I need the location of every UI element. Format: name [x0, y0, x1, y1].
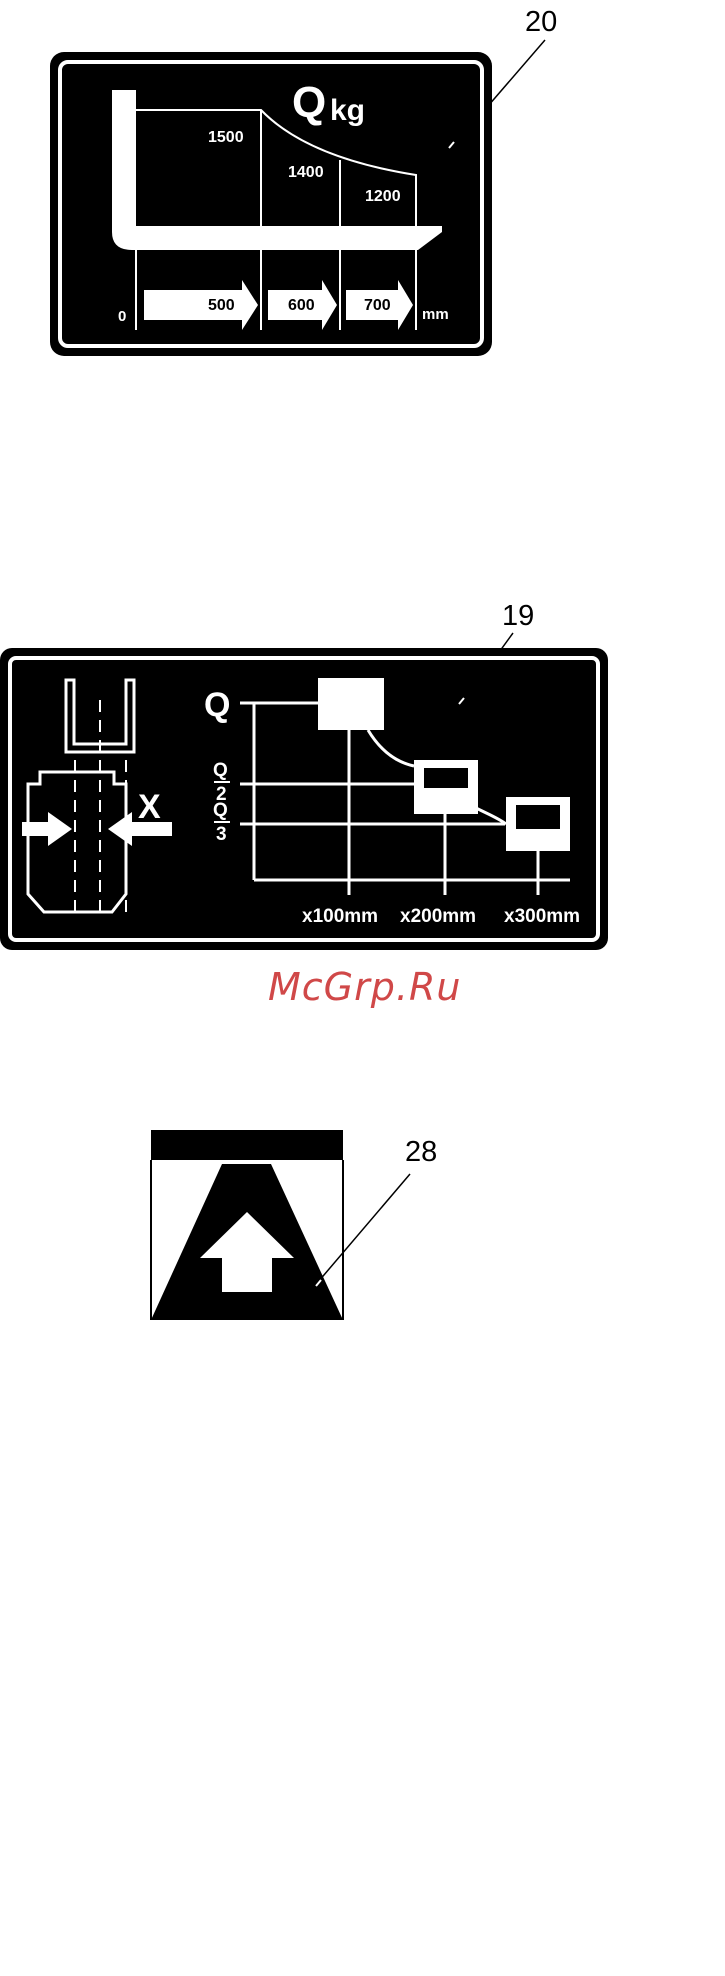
capacity-1500: 1500 [208, 129, 244, 147]
capacity-1400: 1400 [288, 164, 324, 182]
label-19-attachment-capacity [0, 648, 608, 950]
load-box-q [318, 678, 384, 730]
kg-unit: kg [330, 94, 365, 128]
q-full-label: Q [204, 686, 230, 725]
x-mark: X [138, 788, 161, 827]
distance-500: 500 [208, 297, 235, 315]
leader-line-28 [318, 1174, 410, 1282]
q-letter: Q [292, 78, 326, 128]
x-tick-200: x200mm [400, 906, 476, 928]
q-half-num: Q [213, 760, 228, 782]
distance-700: 700 [364, 297, 391, 315]
x-tick-100: x100mm [302, 906, 378, 928]
distance-zero: 0 [118, 308, 126, 325]
x-tick-300: x300mm [504, 906, 580, 928]
unit-mm: mm [422, 306, 449, 323]
q-third-den: 3 [216, 824, 227, 846]
capacity-1200: 1200 [365, 188, 401, 206]
label-28-lift-arrow [151, 1130, 343, 1320]
distance-600: 600 [288, 297, 315, 315]
q-third-num: Q [213, 800, 228, 822]
